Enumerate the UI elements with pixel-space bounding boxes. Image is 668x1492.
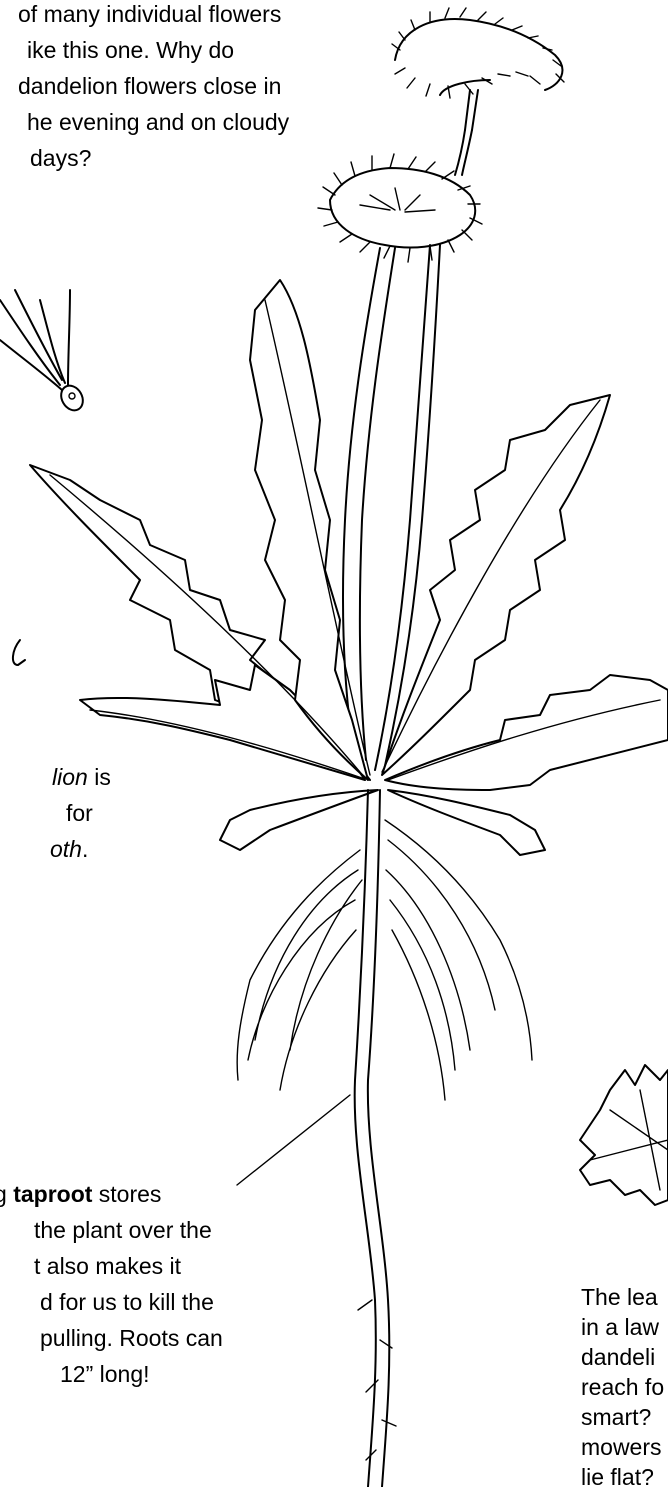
lawn-caption-line: smart? <box>581 1403 651 1432</box>
taproot-caption-line6: 12” long! <box>60 1360 150 1389</box>
lion-caption-line2: for <box>66 799 93 828</box>
lawn-caption-line: in a law <box>581 1313 659 1342</box>
roots <box>237 790 532 1487</box>
small-rosette <box>580 1065 668 1205</box>
lawn-caption-line: lie flat? <box>581 1463 654 1492</box>
taproot-caption-line4: d for us to kill the <box>40 1288 214 1317</box>
flower-caption-line: days? <box>0 144 91 173</box>
flower-caption-line: of many individual flowers <box>0 0 281 29</box>
lawn-caption-line: reach fo <box>581 1373 664 1402</box>
leaves <box>13 280 668 855</box>
lion-caption-line3: oth. <box>50 835 88 864</box>
dandelion-seed <box>0 290 87 414</box>
flower-caption-line: he evening and on cloudy <box>0 108 289 137</box>
lion-word: lion <box>52 764 88 790</box>
lion-caption-period: . <box>82 836 88 862</box>
tooth-word: oth <box>50 836 82 862</box>
lawn-caption-line: The lea <box>581 1283 658 1312</box>
seed-head <box>392 8 564 175</box>
lawn-caption-line: dandeli <box>581 1343 655 1372</box>
lion-caption-rest: is <box>88 764 111 790</box>
lawn-caption-line: mowers <box>581 1433 662 1462</box>
taproot-caption-line3: t also makes it <box>34 1252 181 1281</box>
flower-caption-line: dandelion flowers close in <box>0 72 281 101</box>
taproot-caption-prefix: g <box>0 1181 13 1207</box>
taproot-caption-suffix: stores <box>92 1181 161 1207</box>
lion-caption-line1: lion is <box>52 763 111 792</box>
flower-caption-line: ike this one. Why do <box>0 36 234 65</box>
taproot-word: taproot <box>13 1181 92 1207</box>
taproot-caption-line2: the plant over the <box>34 1216 212 1245</box>
taproot-caption-line1: g taproot stores <box>0 1180 161 1209</box>
taproot-caption-line5: pulling. Roots can <box>40 1324 223 1353</box>
